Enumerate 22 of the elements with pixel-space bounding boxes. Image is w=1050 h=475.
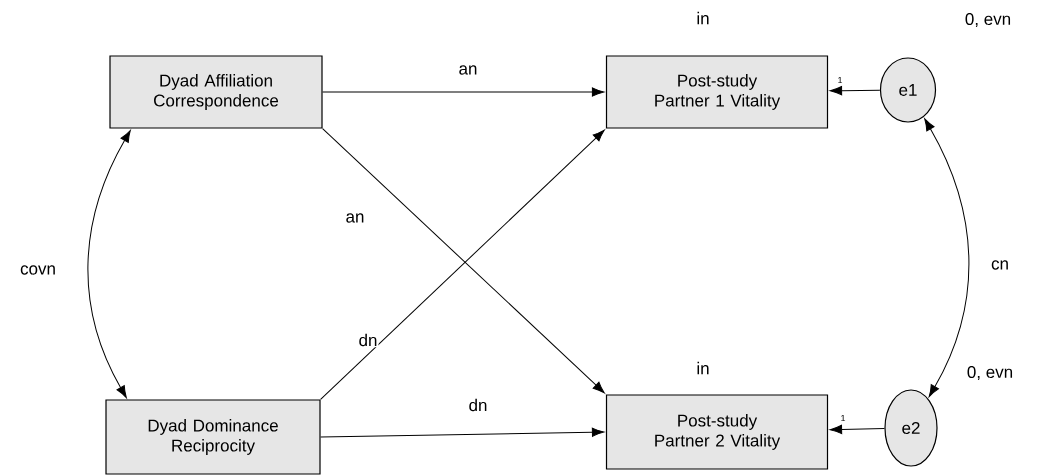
edge-label: cn xyxy=(990,259,1010,271)
variable-box: Post-study Partner 1 Vitality xyxy=(605,55,829,129)
path-arrow xyxy=(320,427,605,438)
path-arrow xyxy=(829,424,885,435)
edge-label: dn xyxy=(467,397,489,413)
path-arrow xyxy=(829,86,881,96)
parameter-label: in xyxy=(697,361,709,375)
parameter-label: 0, evn xyxy=(967,366,1013,381)
edge-label: 1 xyxy=(839,413,847,423)
edge-label: an xyxy=(344,212,366,224)
covariance-arrow xyxy=(87,129,131,399)
parameter-label: in xyxy=(697,11,709,25)
variable-box: Dyad Dominance Reciprocity xyxy=(105,399,321,475)
edge-label: covn xyxy=(19,264,57,276)
variable-box: Post-study Partner 2 Vitality xyxy=(605,394,829,470)
covariance-arrow xyxy=(924,118,970,398)
edge-label: an xyxy=(457,64,479,76)
edge-label: dn xyxy=(357,332,379,348)
edge-label: 1 xyxy=(836,75,844,85)
parameter-label: 0, evn xyxy=(965,13,1011,28)
variable-box: Dyad Affiliation Correspondence xyxy=(109,55,323,129)
path-arrow xyxy=(322,87,605,97)
